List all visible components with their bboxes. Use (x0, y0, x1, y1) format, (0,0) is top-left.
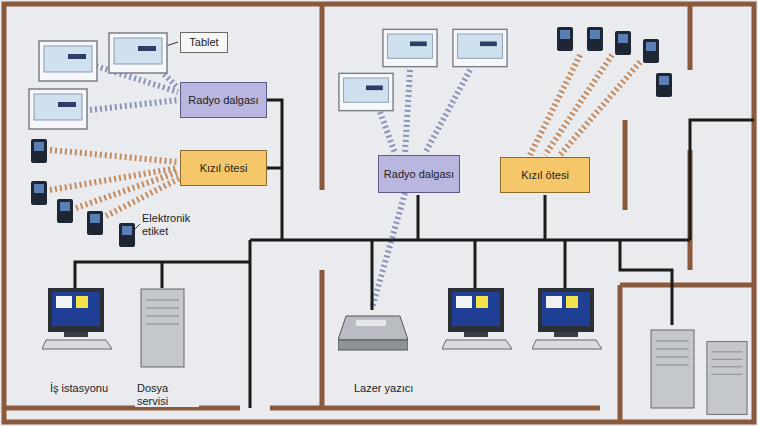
node-text: Radyo dalgası (384, 168, 454, 181)
workstation-icon (42, 288, 602, 349)
device-label: İş istasyonu (48, 382, 110, 395)
radio-access-point: Radyo dalgası (378, 155, 460, 193)
radio-access-point: Radyo dalgası (180, 82, 267, 118)
handheld-icon (31, 27, 672, 247)
device-label: Dosya servisi (135, 382, 199, 407)
infrared-access-point: Kızıl ötesi (180, 150, 267, 186)
node-text: Tablet (189, 36, 218, 49)
radio-beam (90, 60, 470, 308)
infrared-access-point: Kızıl ötesi (500, 157, 590, 193)
tablet-icon (29, 29, 507, 129)
infrared-beam (50, 55, 640, 216)
node-text: Kızıl ötesi (521, 169, 569, 182)
server-icon (141, 289, 747, 414)
wall (4, 4, 754, 422)
device-label: Elektronik etiket (140, 212, 214, 237)
network-cable (75, 100, 754, 408)
node-text: Radyo dalgası (188, 94, 258, 107)
device-label: Lazer yazıcı (352, 382, 415, 395)
printer-icon (338, 316, 408, 350)
tablet-label-box: Tablet (180, 32, 228, 53)
node-text: Kızıl ötesi (200, 162, 248, 175)
